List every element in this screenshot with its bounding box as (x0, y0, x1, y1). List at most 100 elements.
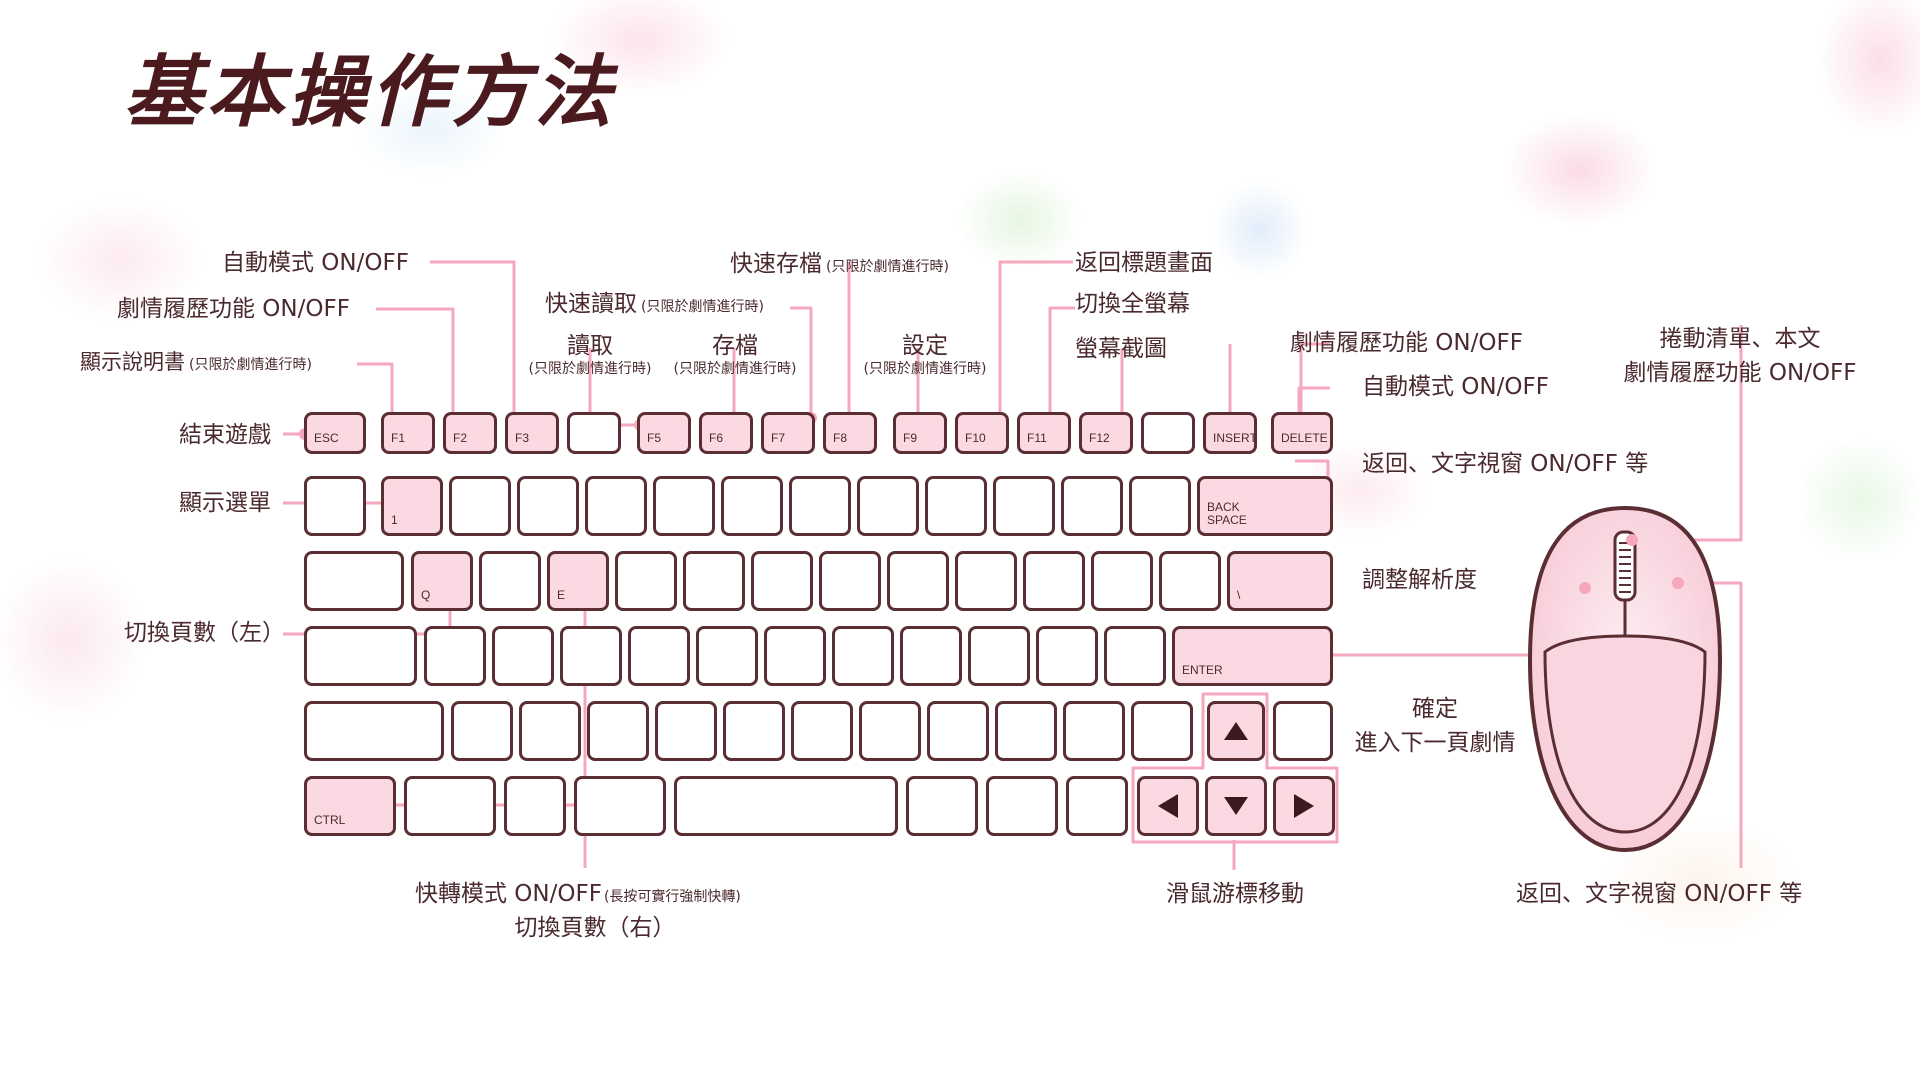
key-x (519, 701, 581, 761)
key-arrow-right (1273, 776, 1335, 836)
label-page-left: 切換頁數（左） (124, 620, 285, 646)
key-quote (1104, 626, 1166, 686)
key-equals (1129, 476, 1191, 536)
label-resolution: 調整解析度 (1362, 567, 1477, 593)
key-shift-right (1131, 701, 1193, 761)
arrow-right-icon (1294, 794, 1314, 818)
label-load: 讀取 (567, 333, 613, 359)
key-b (723, 701, 785, 761)
key-period (995, 701, 1057, 761)
key-slash (1063, 701, 1125, 761)
key-ctrl-right (1066, 776, 1128, 836)
label-next-page: 進入下一頁劇情 (1354, 730, 1516, 756)
key-delete: DELETE (1271, 412, 1333, 454)
key-arrow-left (1137, 776, 1199, 836)
label-delete-auto: 自動模式 ON/OFF (1362, 374, 1549, 400)
label-save-note: (只限於劇情進行時) (673, 361, 797, 377)
key-o (955, 551, 1017, 611)
key-v (655, 701, 717, 761)
key-s (492, 626, 554, 686)
key-d (560, 626, 622, 686)
key-p (1023, 551, 1085, 611)
arrow-up-icon (1224, 722, 1248, 740)
key-f (628, 626, 690, 686)
key-f3: F3 (505, 412, 559, 454)
key-z (451, 701, 513, 761)
key-n (791, 701, 853, 761)
key-menu (986, 776, 1058, 836)
key-f4 (567, 412, 621, 454)
key-h (764, 626, 826, 686)
label-fast-forward: 快轉模式 ON/OFF(長按可實行強制快轉) (415, 881, 741, 907)
label-show-manual: 顯示說明書(只限於劇情進行時) (80, 350, 312, 374)
label-history: 劇情履歷功能 ON/OFF (117, 296, 350, 322)
label-load-note: (只限於劇情進行時) (528, 361, 652, 377)
key-0 (993, 476, 1055, 536)
key-u (819, 551, 881, 611)
key-grave (304, 476, 366, 536)
arrow-down-icon (1224, 797, 1248, 815)
key-f6: F6 (699, 412, 753, 454)
key-shift-left (304, 701, 444, 761)
key-t (683, 551, 745, 611)
key-9 (925, 476, 987, 536)
key-w (479, 551, 541, 611)
key-alt (574, 776, 666, 836)
key-arrow-down (1205, 776, 1267, 836)
key-caps (304, 626, 417, 686)
label-insert-history: 劇情履歷功能 ON/OFF (1290, 330, 1523, 356)
key-ctrl: CTRL (304, 776, 396, 836)
key-minus (1061, 476, 1123, 536)
key-esc: ESC (304, 412, 366, 454)
key-3 (517, 476, 579, 536)
label-save: 存檔 (712, 333, 758, 359)
key-f2: F2 (443, 412, 497, 454)
label-scroll-2: 劇情履歷功能 ON/OFF (1623, 360, 1857, 386)
label-end-game: 結束遊戲 (179, 422, 271, 448)
key-5 (653, 476, 715, 536)
label-quick-load: 快速讀取(只限於劇情進行時) (545, 291, 764, 317)
label-show-menu: 顯示選單 (179, 490, 271, 516)
key-fn (404, 776, 496, 836)
key-2 (449, 476, 511, 536)
key-space (674, 776, 898, 836)
page-title: 基本操作方法 (124, 47, 617, 138)
label-auto-mode: 自動模式 ON/OFF (222, 250, 409, 276)
key-f9: F9 (893, 412, 947, 454)
key-alt-right (906, 776, 978, 836)
label-page-right: 切換頁數（右） (514, 915, 676, 941)
key-comma (927, 701, 989, 761)
key-6 (721, 476, 783, 536)
key-e: E (547, 551, 609, 611)
label-screenshot: 螢幕截圖 (1075, 336, 1167, 362)
label-right-click: 返回、文字視窗 ON/OFF 等 (1516, 881, 1803, 907)
label-quick-save: 快速存檔(只限於劇情進行時) (730, 251, 949, 277)
label-scroll-1: 捲動清單、本文 (1659, 326, 1821, 352)
key-7 (789, 476, 851, 536)
key-r (615, 551, 677, 611)
key-print-screen (1141, 412, 1195, 454)
key-insert: INSERT (1203, 412, 1257, 454)
key-l (968, 626, 1030, 686)
key-arrow-up (1207, 701, 1265, 761)
key-win (504, 776, 566, 836)
key-f1: F1 (381, 412, 435, 454)
key-a (424, 626, 486, 686)
label-confirm: 確定 (1412, 696, 1458, 722)
key-m (859, 701, 921, 761)
key-f7: F7 (761, 412, 815, 454)
key-f11: F11 (1017, 412, 1071, 454)
key-semicolon (1036, 626, 1098, 686)
key-f10: F10 (955, 412, 1009, 454)
key-f8: F8 (823, 412, 877, 454)
key-k (900, 626, 962, 686)
label-settings: 設定 (902, 333, 948, 359)
key-c (587, 701, 649, 761)
label-mouse-move: 滑鼠游標移動 (1166, 881, 1304, 907)
key-8 (857, 476, 919, 536)
label-fullscreen: 切換全螢幕 (1075, 291, 1190, 317)
key-y (751, 551, 813, 611)
